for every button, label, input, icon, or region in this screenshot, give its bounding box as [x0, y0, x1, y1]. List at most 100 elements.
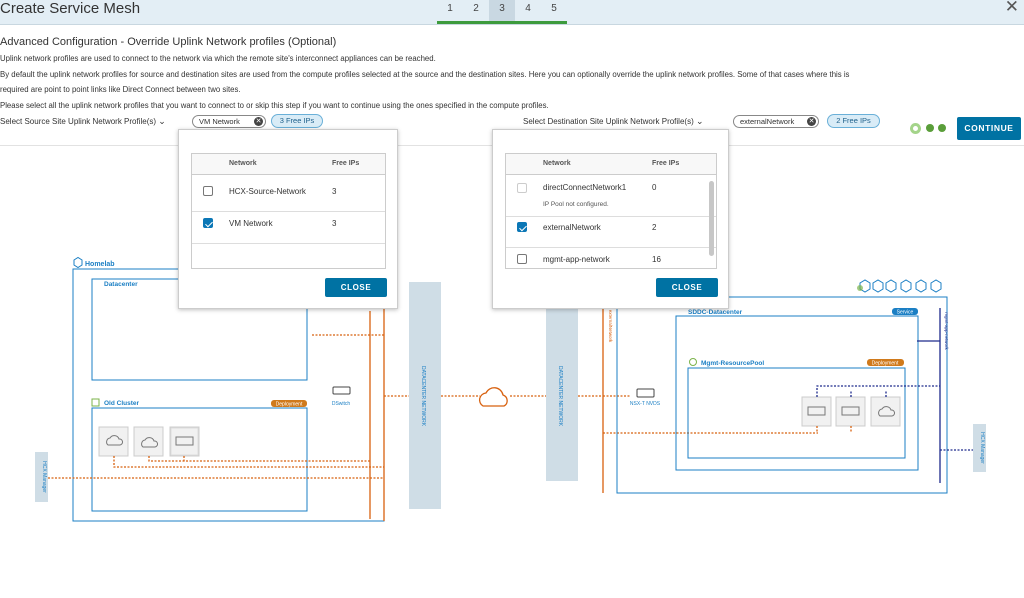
destination-free-ips-badge: 2 Free IPs [827, 114, 880, 128]
network-name: directConnectNetwork1 [543, 183, 627, 192]
destination-chip-label: externalNetwork [740, 117, 795, 126]
network-name: VM Network [229, 219, 273, 228]
column-network: Network [543, 160, 571, 167]
nsx-t-icon [636, 388, 655, 398]
destination-network-table: Network Free IPs directConnectNetwork1 0… [505, 153, 717, 269]
hcx-manager-source [35, 452, 48, 502]
network-name: HCX-Source-Network [229, 187, 306, 196]
network-name: mgmt-app-network [543, 255, 610, 264]
datacenter-network-right [546, 308, 578, 481]
appliance-tile [870, 396, 901, 427]
network-name: externalNetwork [543, 223, 601, 232]
cloud-icon [141, 437, 159, 448]
free-ips-value: 3 [332, 187, 337, 196]
internet-cloud-icon [478, 387, 508, 407]
appliance-tile [835, 396, 866, 427]
destination-close-button[interactable]: CLOSE [656, 278, 718, 297]
table-header [192, 154, 385, 175]
destination-uplink-select[interactable]: Select Destination Site Uplink Network P… [523, 116, 704, 127]
close-icon[interactable]: ✕ [1004, 0, 1019, 16]
description-line-4: Please select all the uplink network pro… [0, 101, 549, 110]
mgmt-app-network-label: mgmt-app-network [944, 312, 949, 350]
free-ips-value: 2 [652, 223, 657, 232]
appliance-tile [801, 396, 832, 427]
section-title: Advanced Configuration - Override Uplink… [0, 36, 337, 48]
column-network: Network [229, 160, 257, 167]
network-appliance-icon [807, 406, 826, 416]
free-ips-value: 3 [332, 219, 337, 228]
external-network-label: externalNetwork [608, 310, 613, 343]
appliance-tile-stack [170, 427, 199, 456]
free-ips-value: 0 [652, 183, 657, 192]
sddc-datacenter-label: SDDC-Datacenter [688, 309, 743, 316]
topology-canvas: Homelab Datacenter Old Cluster Deploymen… [0, 145, 1024, 597]
source-free-ips-badge: 3 Free IPs [271, 114, 323, 128]
datacenter-network-label: DATACENTER NETWORK [420, 366, 426, 427]
description-line-2: By default the uplink network profiles f… [0, 70, 850, 79]
hcx-manager-label: HCX Manager [41, 461, 47, 493]
wizard-header: Create Service Mesh 1 2 3 4 5 ✕ [0, 0, 1024, 25]
dswitch-label: DSwitch [332, 401, 351, 407]
network-appliance-icon [175, 436, 194, 446]
nsx-t-label: NSX-T NVDS [630, 401, 661, 407]
cluster-icon [91, 398, 100, 407]
progress-dot-current [910, 123, 921, 134]
table-scrollbar[interactable] [709, 181, 714, 256]
source-chip-label: VM Network [199, 117, 240, 126]
destination-uplink-label: Select Destination Site Uplink Network P… [523, 117, 694, 126]
chevron-down-icon[interactable]: ⌄ [695, 116, 704, 126]
old-cluster-box [91, 407, 308, 512]
service-badge-label: Service [897, 310, 914, 316]
service-badge [892, 308, 918, 315]
destination-network-popup: Network Free IPs directConnectNetwork1 0… [492, 129, 729, 309]
source-uplink-select[interactable]: Select Source Site Uplink Network Profil… [0, 116, 166, 127]
step-3[interactable]: 3 [489, 0, 515, 24]
appliance-tile [98, 426, 129, 457]
row-checkbox-checked[interactable] [517, 222, 527, 232]
cloud-site-box [616, 296, 948, 494]
status-icon [857, 285, 863, 291]
row-checkbox[interactable] [203, 186, 213, 196]
hcx-manager-label: HCX Manager [979, 432, 985, 464]
remove-chip-icon[interactable]: ✕ [807, 117, 816, 126]
old-cluster-label: Old Cluster [104, 400, 140, 407]
wizard-steps: 1 2 3 4 5 [437, 0, 567, 24]
appliance-tile [133, 426, 164, 457]
topology-diagram: Homelab Datacenter Old Cluster Deploymen… [35, 256, 986, 522]
continue-button[interactable]: CONTINUE [957, 117, 1021, 140]
resource-pool-icon [689, 358, 697, 366]
service-icon [915, 279, 927, 293]
column-free-ips: Free IPs [652, 160, 680, 167]
row-checkbox[interactable] [517, 254, 527, 264]
source-network-popup: Network Free IPs HCX-Source-Network 3 VM… [178, 129, 398, 309]
progress-dot [926, 124, 934, 132]
step-4[interactable]: 4 [525, 3, 531, 14]
source-network-table: Network Free IPs HCX-Source-Network 3 VM… [191, 153, 386, 269]
network-appliance-icon [841, 406, 860, 416]
mgmt-resource-pool-box [687, 367, 906, 459]
description-line-3: required are point to point links like D… [0, 85, 241, 94]
deployment-badge-label: Deployment [872, 361, 899, 367]
datacenter-network-label: DATACENTER NETWORK [557, 366, 563, 427]
wizard-title: Create Service Mesh [0, 0, 141, 17]
appliance-link [113, 456, 384, 468]
row-checkbox-checked[interactable] [203, 218, 213, 228]
source-network-chip: VM Network ✕ [192, 115, 266, 128]
column-free-ips: Free IPs [332, 160, 360, 167]
remove-chip-icon[interactable]: ✕ [254, 117, 263, 126]
row-checkbox-disabled[interactable] [517, 183, 527, 193]
step-2[interactable]: 2 [473, 3, 479, 14]
mgmt-resource-pool-label: Mgmt-ResourcePool [701, 360, 764, 367]
chevron-down-icon[interactable]: ⌄ [158, 116, 166, 126]
table-header [506, 154, 716, 175]
datacenter-network-left [409, 282, 441, 509]
appliance-link [148, 456, 370, 462]
destination-network-chip: externalNetwork ✕ [733, 115, 819, 128]
source-close-button[interactable]: CLOSE [325, 278, 387, 297]
free-ips-value: 16 [652, 255, 661, 264]
appliance-tile [169, 426, 200, 457]
datacenter-label: Datacenter [104, 281, 138, 288]
step-5[interactable]: 5 [551, 3, 557, 14]
step-1[interactable]: 1 [447, 3, 453, 14]
homelab-label: Homelab [85, 261, 115, 268]
